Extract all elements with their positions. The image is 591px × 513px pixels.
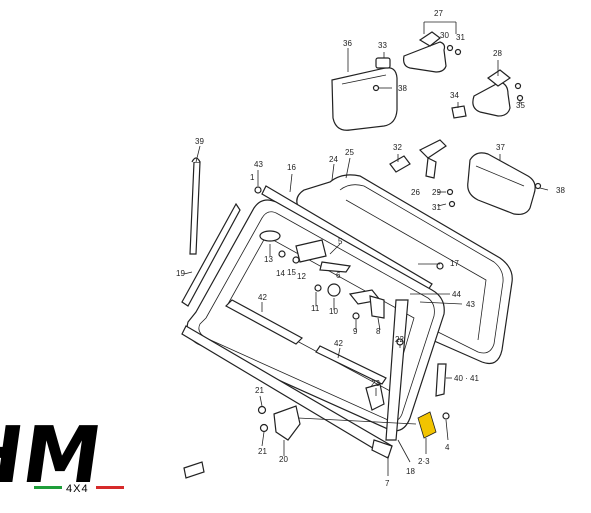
label-2-3: 2·3	[418, 457, 430, 466]
flag-red	[96, 486, 124, 489]
bolts-inside	[254, 186, 444, 346]
label-40-41: 40 · 41	[454, 374, 479, 383]
trim-strips-42	[225, 299, 387, 385]
label-10: 10	[329, 307, 338, 316]
label-19: 19	[176, 269, 185, 278]
label-1: 1	[250, 173, 255, 182]
flag-green	[34, 486, 62, 489]
label-26: 26	[411, 188, 420, 197]
label-21a: 21	[255, 386, 264, 395]
label-34: 34	[450, 91, 459, 100]
label-38b: 38	[556, 186, 565, 195]
right-sun-visor	[467, 152, 536, 215]
leader-lines	[183, 21, 549, 476]
label-28: 28	[493, 49, 502, 58]
label-25: 25	[345, 148, 354, 157]
label-8: 8	[376, 327, 381, 336]
windshield-frame	[186, 199, 445, 432]
label-11: 11	[311, 304, 320, 313]
screws-mid	[446, 182, 542, 208]
wiper-parts	[259, 230, 385, 411]
label-17: 17	[450, 259, 459, 268]
visor-clip-33	[375, 57, 391, 69]
label-18: 18	[406, 467, 415, 476]
small-clip-bottom	[183, 461, 205, 479]
label-4: 4	[445, 443, 450, 452]
label-33: 33	[378, 41, 387, 50]
label-35: 35	[516, 101, 525, 110]
label-32: 32	[393, 143, 402, 152]
left-sun-visor-top	[331, 67, 398, 131]
label-21b: 21	[258, 447, 267, 456]
label-12: 12	[297, 272, 306, 281]
label-29: 29	[432, 188, 441, 197]
flag-white	[62, 486, 66, 489]
label-7: 7	[385, 479, 390, 488]
label-42b: 42	[334, 339, 343, 348]
label-16: 16	[287, 163, 296, 172]
label-39: 39	[195, 137, 204, 146]
mirror-stay-26	[418, 139, 447, 179]
hinge-bracket-20	[257, 405, 301, 441]
label-6: 6	[336, 271, 341, 280]
logo-sub-text: 4X4	[66, 483, 89, 495]
mirror-bracket-27	[403, 31, 447, 73]
label-36: 36	[343, 39, 352, 48]
screws-top	[372, 44, 524, 102]
label-23: 23	[371, 379, 380, 388]
lower-moulding-7	[181, 325, 393, 459]
mirror-mount-34	[451, 105, 467, 119]
label-43a: 43	[254, 160, 263, 169]
label-43b: 43	[466, 300, 475, 309]
label-27: 27	[434, 9, 443, 18]
label-5: 5	[338, 237, 343, 246]
label-30: 30	[440, 31, 449, 40]
hm-4x4-logo: HM 4X4	[0, 410, 124, 501]
label-14: 14	[276, 269, 285, 278]
label-15: 15	[287, 268, 296, 277]
label-44: 44	[452, 290, 461, 299]
side-moulding-19	[181, 202, 241, 307]
label-31b: 31	[432, 203, 441, 212]
label-24: 24	[329, 155, 338, 164]
callout-labels: 27 30 31 36 33 38 28 34 35 39 43 1 16 24…	[176, 9, 565, 488]
label-31a: 31	[456, 33, 465, 42]
label-13: 13	[264, 255, 273, 264]
logo-hm-text: HM	[0, 410, 107, 501]
mirror-bracket-32	[389, 155, 411, 173]
label-9: 9	[353, 327, 358, 336]
hinge-40-41	[435, 363, 447, 397]
label-37: 37	[496, 143, 505, 152]
label-20: 20	[279, 455, 288, 464]
label-42a: 42	[258, 293, 267, 302]
pillar-18	[385, 299, 409, 441]
label-38a: 38	[398, 84, 407, 93]
highlighted-bracket-2-3	[417, 411, 450, 439]
strap-39	[189, 157, 201, 255]
mirror-28	[472, 69, 512, 117]
label-22: 22	[395, 335, 404, 344]
